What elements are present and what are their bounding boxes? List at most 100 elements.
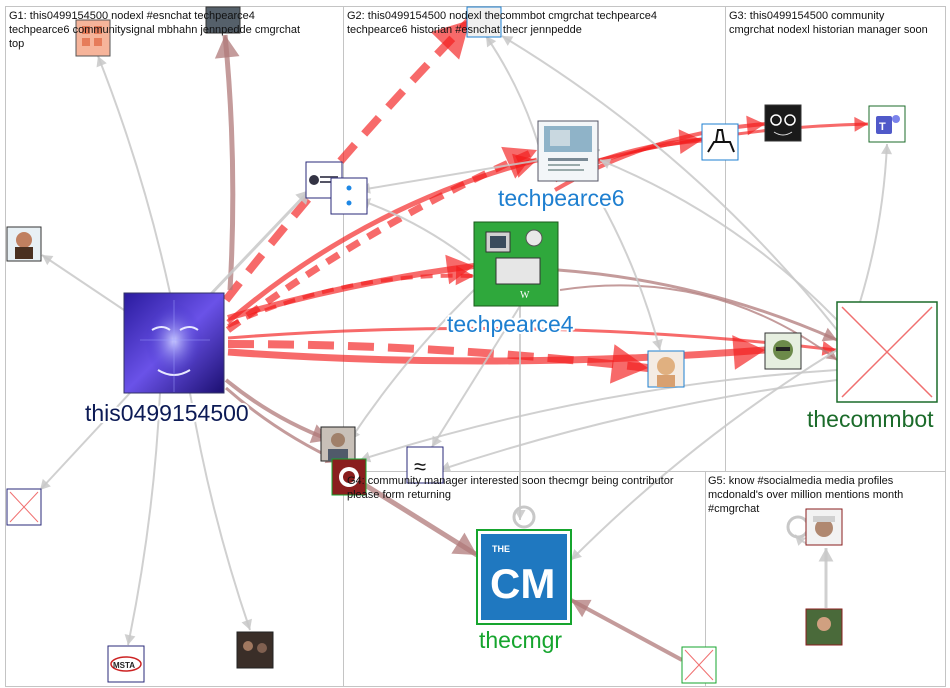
- group-box-g5: [705, 471, 946, 687]
- edge-this-darktop-arrowhead: [214, 35, 240, 59]
- edge-this-bearded-arrowhead: [42, 255, 54, 266]
- edge-techpearce4-thecommbot: [557, 268, 838, 342]
- svg-text:W: W: [520, 290, 530, 301]
- node-dots-logo[interactable]: [330, 177, 368, 215]
- group-label-g3: G3: this0499154500 community cmgrchat no…: [729, 10, 928, 36]
- edge-techpearce6-woman-arrowhead: [652, 338, 663, 350]
- node-horse-rider[interactable]: [701, 123, 739, 161]
- node-cap-avatar[interactable]: [805, 508, 843, 546]
- edge-this-gridavatar-arrowhead: [96, 56, 107, 68]
- edge-techpearce4-approx-arrowhead: [432, 435, 442, 447]
- node-broken-image-bottom[interactable]: [681, 646, 717, 684]
- node-woman-green-photo[interactable]: [805, 608, 843, 646]
- nodes: W THE CM: [6, 6, 938, 684]
- node-red-logo[interactable]: [331, 458, 367, 496]
- label-techpearce6: techpearce6: [498, 185, 625, 211]
- edge-this-darktop: [222, 34, 236, 291]
- node-techpearce6[interactable]: [537, 120, 599, 182]
- group-label-g4: G4: community manager interested soon th…: [347, 475, 677, 501]
- edge-this-cartoon: [227, 346, 766, 365]
- edge-this-talented: [208, 188, 312, 297]
- edge-this-broken-left-arrowhead: [40, 478, 51, 490]
- edge-this-crowd: [189, 392, 251, 631]
- group-label-g2: G2: this0499154500 nodexl thecommbot cmg…: [347, 10, 660, 36]
- node-dark-avatar-top[interactable]: [205, 6, 241, 34]
- thecmgr-logo-the: THE: [492, 544, 510, 554]
- edge-cap-selfloop: [786, 515, 810, 539]
- edge-this-crowd-arrowhead: [241, 618, 252, 630]
- edge-techpearce6-woman: [599, 199, 661, 351]
- edge-techpearce4-thecommbot-b: [559, 284, 838, 361]
- edge-this-g2-top-arrowhead: [430, 20, 470, 60]
- edge-thecommbot-man: [359, 369, 838, 461]
- node-thecommbot[interactable]: [836, 301, 938, 403]
- edge-this-techpearce6-a: [225, 146, 539, 333]
- edge-this-woman-arrowhead: [609, 344, 648, 384]
- edges: [39, 17, 893, 662]
- edge-redlogo-thecmgr-arrowhead: [451, 532, 477, 555]
- edge-techpearce4-thecommbot-arrowhead: [821, 327, 837, 342]
- edge-this-g2-top: [222, 17, 473, 303]
- node-labels: this0499154500 techpearce6 techpearce4 t…: [83, 183, 936, 655]
- edge-thecommbot-approx: [439, 379, 838, 471]
- node-broken-image-left[interactable]: [6, 488, 42, 526]
- edge-techpearce4-man: [349, 289, 475, 441]
- node-cartoon-avatar[interactable]: [764, 332, 802, 370]
- node-woman-photo[interactable]: [647, 350, 685, 388]
- edge-techpearce6-glasses-arrowhead: [746, 115, 765, 136]
- label-thecommbot: thecommbot: [807, 406, 934, 432]
- edge-thecommbot-techpearce6-arrowhead: [600, 158, 612, 169]
- edge-this-techpearce4-b-arrowhead: [455, 265, 474, 286]
- node-avatar-top-g2[interactable]: [466, 6, 502, 38]
- edge-thecmgr-selfloop: [512, 505, 536, 529]
- edge-this-techpearce6-b-arrowhead: [512, 153, 537, 178]
- node-man-photo[interactable]: [320, 426, 356, 462]
- edge-techpearce6-g2top-arrowhead: [486, 36, 497, 48]
- node-techpearce4[interactable]: W: [473, 221, 559, 307]
- edge-this-broken-left: [39, 392, 131, 491]
- edge-thecommbot-thecmgr-arrowhead: [571, 549, 582, 560]
- group-label-g1: G1: this0499154500 nodexl #esnchat techp…: [9, 10, 303, 50]
- edge-this-bearded: [41, 254, 125, 311]
- label-thecmgr: thecmgr: [479, 627, 562, 653]
- node-bearded-avatar[interactable]: [6, 226, 42, 262]
- edge-techpearce4-thecmgr-arrowhead: [514, 510, 526, 520]
- approx-glyph: ≈: [414, 454, 426, 479]
- group-label-g5: G5: know #socialmedia media profiles mcd…: [708, 475, 906, 515]
- edge-techpearce6-teams-arrowhead: [854, 116, 868, 132]
- edge-thecommbot-teams-arrowhead: [881, 144, 893, 155]
- edge-broken-thecmgr-arrowhead: [571, 599, 592, 618]
- node-glasses-avatar[interactable]: [764, 104, 802, 142]
- edge-thecommbot-thecmgr: [570, 349, 838, 561]
- edge-thecommbot-g2top-arrowhead: [502, 36, 514, 46]
- node-msta-logo[interactable]: MSTA: [107, 645, 145, 683]
- group-boxes: [5, 6, 946, 687]
- label-this0499154500: this0499154500: [85, 400, 249, 426]
- edge-this-cartoon-arrowhead: [732, 335, 765, 370]
- msta-logo-text: MSTA: [113, 661, 135, 670]
- edge-techpearce4-dots: [359, 199, 471, 261]
- edge-this-msta: [127, 392, 161, 646]
- node-approx-icon[interactable]: ≈: [406, 446, 444, 484]
- edge-womangreen-cap-arrowhead: [818, 548, 834, 562]
- node-crowd-photo[interactable]: [236, 631, 274, 669]
- edge-broken-thecmgr: [570, 598, 683, 662]
- edge-techpearce6-g2top: [485, 35, 541, 151]
- node-thecmgr[interactable]: THE CM: [476, 529, 572, 625]
- edge-this-gridavatar: [97, 55, 171, 294]
- edge-this-thecommbot: [227, 326, 837, 352]
- node-teams-icon[interactable]: T: [868, 105, 906, 143]
- edge-this-techpearce4-b: [227, 273, 475, 328]
- node-grid-avatar[interactable]: [75, 19, 111, 57]
- edge-this-msta-arrowhead: [124, 634, 136, 645]
- thecmgr-logo-cm: CM: [490, 560, 555, 607]
- node-this0499154500[interactable]: [123, 292, 225, 394]
- label-techpearce4: techpearce4: [447, 311, 574, 337]
- edge-techpearce4-thecommbot-b-arrowhead: [825, 349, 837, 360]
- edge-thecommbot-techpearce6: [599, 159, 838, 321]
- edge-techpearce4-approx: [431, 305, 521, 448]
- svg-text:T: T: [879, 121, 886, 133]
- group-labels: G1: this0499154500 nodexl #esnchat techp…: [9, 10, 928, 515]
- edge-thecommbot-teams: [859, 143, 888, 303]
